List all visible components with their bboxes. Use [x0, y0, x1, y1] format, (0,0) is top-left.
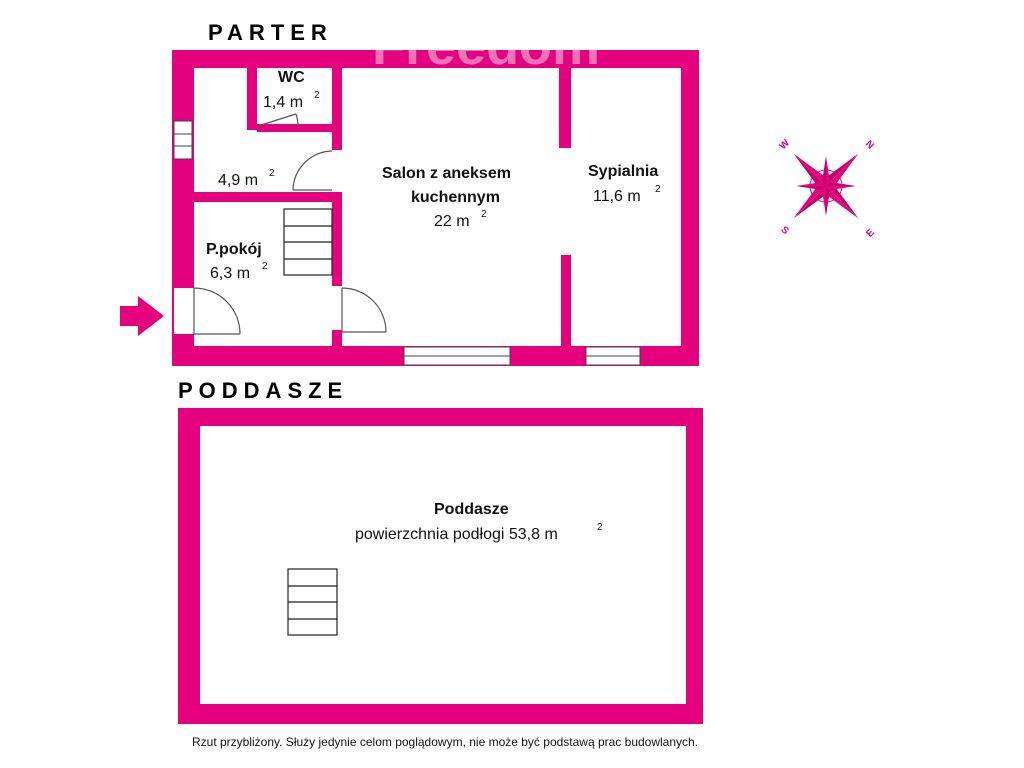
room-ppokoj-name: P.pokój	[206, 241, 262, 258]
room-wc-name: WC	[278, 69, 305, 86]
compass-label-n: N	[863, 139, 876, 152]
salon-wall-left-top	[332, 68, 342, 150]
room-poddasze-name: Poddasze	[434, 501, 509, 518]
room-ppokoj: P.pokój 6,3 m 2	[206, 241, 268, 282]
watermark-logo: Freedom	[372, 16, 600, 76]
compass-label-w: W	[778, 137, 793, 152]
parter-title: PARTER	[208, 20, 333, 45]
room-salon: Salon z aneksem kuchennym 22 m 2	[382, 165, 511, 230]
parter-floor-plan	[172, 50, 699, 366]
room-salon-area: 22 m	[434, 213, 470, 230]
room-sypialnia-area-sup: 2	[655, 184, 661, 195]
room-ppokoj-area-sup: 2	[262, 261, 268, 272]
door-entrance	[193, 287, 241, 335]
poddasze-stairs	[287, 568, 338, 636]
room-hall-area-sup: 2	[269, 168, 275, 179]
room-hall: 4,9 m 2	[218, 168, 275, 189]
poddasze-title: PODDASZE	[178, 378, 348, 403]
parter-wall-top	[172, 50, 699, 68]
parter-stairs	[283, 208, 333, 276]
window-left	[173, 120, 193, 160]
entrance-opening	[174, 288, 194, 334]
door-hall	[292, 150, 333, 191]
room-sypialnia: Sypialnia 11,6 m 2	[588, 163, 661, 205]
compass-label-s: S	[778, 224, 791, 237]
salon-wall-left-stub	[332, 330, 342, 348]
entrance-arrow-icon	[120, 296, 164, 336]
parter-wall-hall-divider	[194, 192, 340, 202]
room-salon-area-sup: 2	[481, 209, 487, 220]
room-sypialnia-area: 11,6 m	[593, 188, 641, 205]
room-wc-area-sup: 2	[314, 90, 320, 101]
salon-wall-left-bottom	[332, 192, 342, 286]
footer-disclaimer: Rzut przybliżony. Służy jedynie celom po…	[192, 735, 698, 749]
room-salon-name-line2: kuchennym	[411, 189, 500, 206]
room-wc: WC 1,4 m 2	[263, 69, 320, 111]
door-wc	[257, 113, 299, 129]
poddasze-floor-plan	[178, 408, 703, 724]
room-poddasze: Poddasze powierzchnia podłogi 53,8 m 2	[355, 501, 603, 543]
poddasze-wall-top	[178, 408, 703, 426]
parter-openings	[173, 120, 641, 366]
parter-doors	[193, 113, 387, 335]
room-wc-area: 1,4 m	[263, 94, 303, 111]
poddasze-wall-bottom	[178, 704, 703, 724]
sypialnia-wall-top	[559, 68, 571, 148]
room-poddasze-area: powierzchnia podłogi 53,8 m	[355, 526, 558, 543]
room-sypialnia-name: Sypialnia	[588, 163, 658, 180]
room-ppokoj-area: 6,3 m	[210, 265, 250, 282]
sypialnia-wall-bottom	[561, 255, 571, 348]
door-salon	[341, 287, 387, 333]
poddasze-wall-left	[178, 408, 200, 724]
room-hall-area: 4,9 m	[218, 172, 258, 189]
room-salon-name-line1: Salon z aneksem	[382, 165, 511, 182]
poddasze-wall-right	[686, 408, 703, 724]
parter-wall-right	[681, 50, 699, 366]
room-poddasze-area-sup: 2	[597, 522, 603, 533]
wc-wall-left	[247, 68, 257, 130]
compass-label-e: E	[864, 227, 877, 240]
compass-rose-icon	[793, 153, 859, 219]
